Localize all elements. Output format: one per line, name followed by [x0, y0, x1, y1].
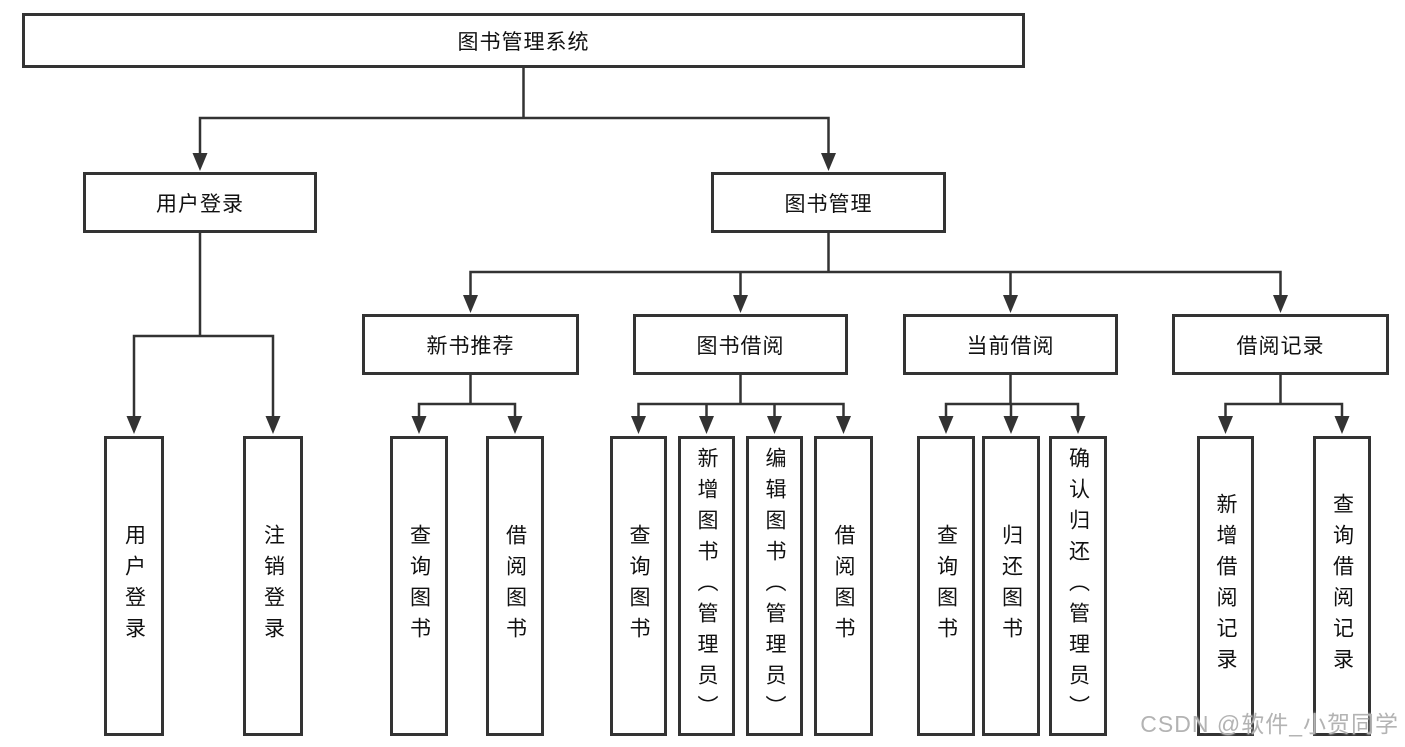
leaf-return-book: 归还图书: [982, 436, 1040, 736]
leaf-borrow-book: 借阅图书: [486, 436, 544, 736]
node-user-login: 用户登录: [83, 172, 317, 233]
leaf-edit-book-admin: 编辑图书（管理员）: [746, 436, 803, 736]
node-label: 图书借阅: [696, 334, 785, 358]
leaf-add-borrow-record: 新增借阅记录: [1197, 436, 1254, 736]
node-label: 注销登录: [261, 524, 285, 648]
node-label: 查询借阅记录: [1330, 493, 1354, 679]
node-label: 用户登录: [156, 192, 244, 216]
node-label: 编辑图书（管理员）: [763, 446, 786, 726]
node-borrow-records: 借阅记录: [1172, 314, 1389, 375]
node-label: 新增借阅记录: [1214, 493, 1237, 679]
node-current-borrow: 当前借阅: [903, 314, 1118, 375]
leaf-query-borrow-record: 查询借阅记录: [1313, 436, 1371, 736]
leaf-add-book-admin: 新增图书（管理员）: [678, 436, 735, 736]
leaf-query-book: 查询图书: [610, 436, 667, 736]
leaf-confirm-return-admin: 确认归还（管理员）: [1049, 436, 1107, 736]
node-new-book-recommend: 新书推荐: [362, 314, 579, 375]
node-label: 图书管理系统: [457, 30, 590, 54]
node-label: 查询图书: [627, 524, 650, 648]
node-book-borrow: 图书借阅: [633, 314, 848, 375]
leaf-query-book: 查询图书: [917, 436, 975, 736]
node-label: 用户登录: [122, 524, 146, 648]
node-label: 图书管理: [784, 192, 873, 216]
node-label: 借阅图书: [832, 524, 855, 648]
node-label: 新书推荐: [426, 334, 515, 358]
leaf-query-book: 查询图书: [390, 436, 448, 736]
leaf-logout: 注销登录: [243, 436, 303, 736]
node-label: 查询图书: [934, 524, 958, 648]
node-label: 借阅图书: [503, 524, 527, 648]
node-library-management-system: 图书管理系统: [22, 13, 1025, 68]
node-label: 确认归还（管理员）: [1066, 446, 1090, 726]
watermark: CSDN @软件_小贺同学: [1140, 711, 1399, 737]
node-label: 新增图书（管理员）: [695, 446, 718, 726]
leaf-borrow-book: 借阅图书: [814, 436, 873, 736]
leaf-user-login: 用户登录: [104, 436, 164, 736]
node-label: 当前借阅: [966, 334, 1055, 358]
node-label: 查询图书: [407, 524, 431, 648]
node-label: 借阅记录: [1236, 334, 1325, 358]
node-book-management: 图书管理: [711, 172, 946, 233]
node-label: 归还图书: [999, 524, 1023, 648]
